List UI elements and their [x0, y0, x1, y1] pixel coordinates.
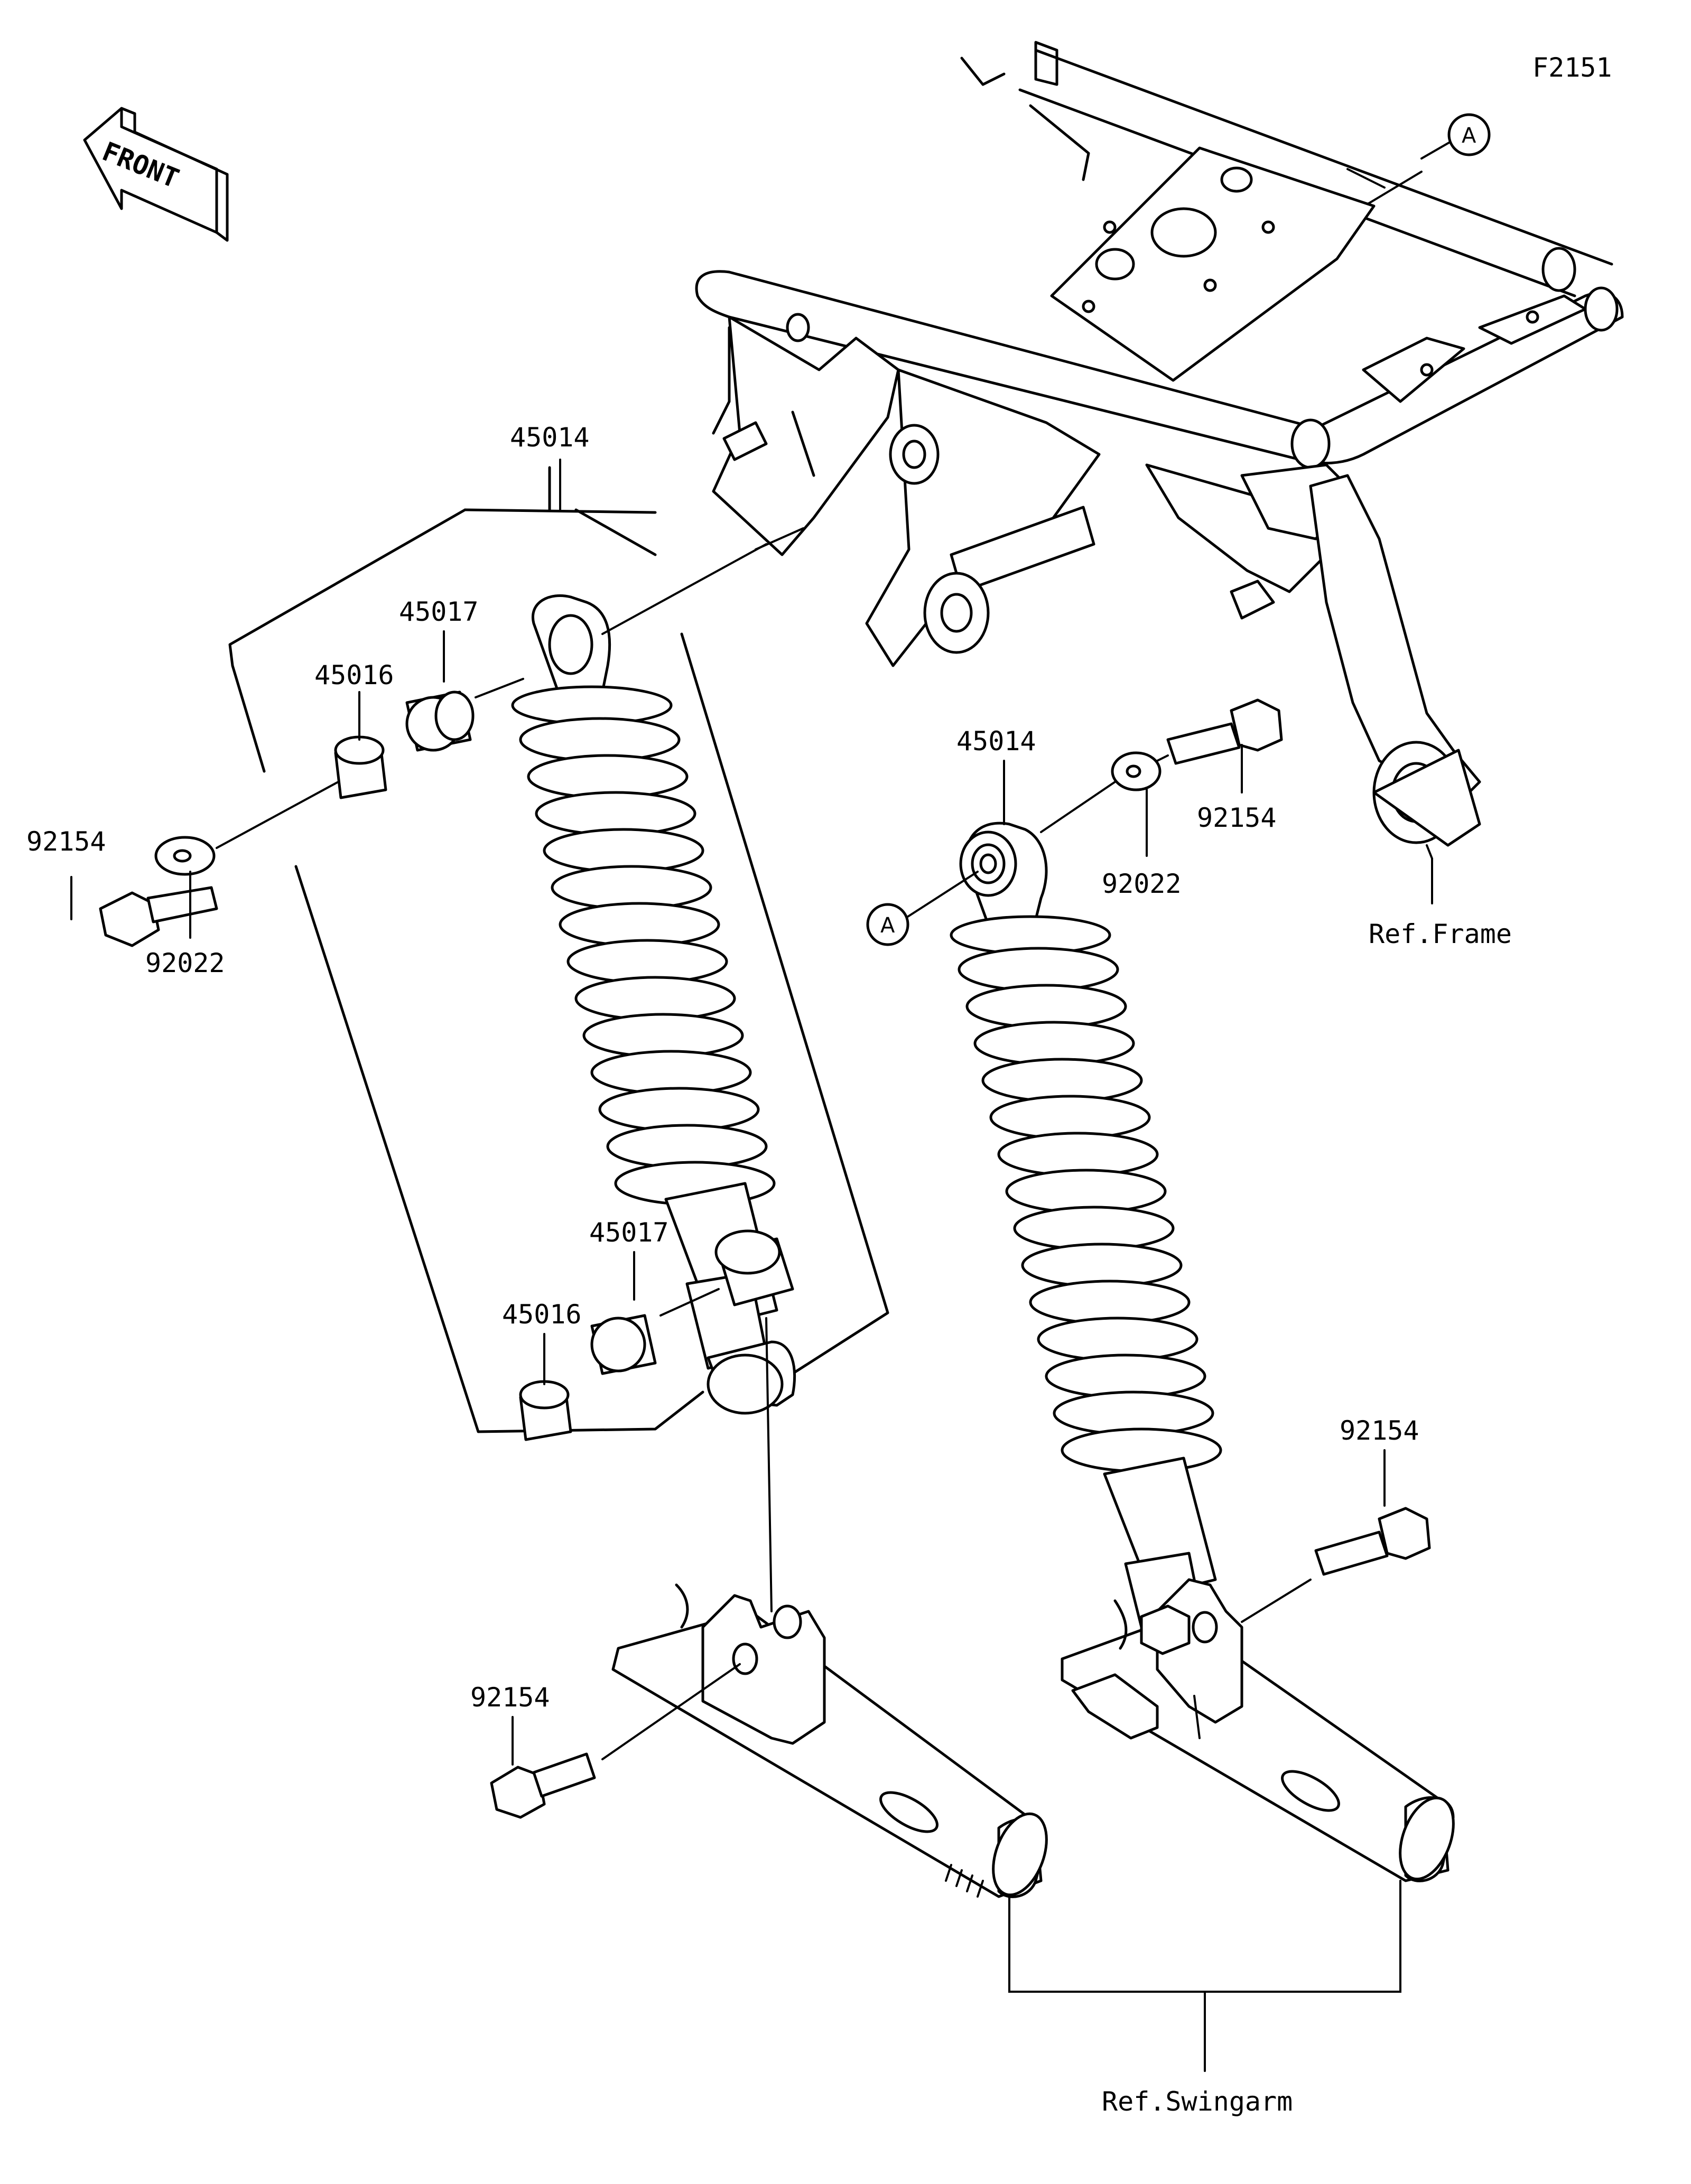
label-left-45014: 45014	[510, 422, 590, 453]
label-left-lower-45017: 45017	[589, 1217, 669, 1248]
left-upper-collar-45017	[405, 690, 475, 752]
right-washer-92022	[1111, 751, 1162, 791]
right-upper-bolt-92154	[1166, 698, 1283, 765]
left-washer-92022	[154, 836, 216, 876]
label-left-lower-92154: 92154	[470, 1682, 550, 1713]
label-right-45014: 45014	[956, 726, 1036, 757]
label-left-upper-92154: 92154	[26, 826, 106, 857]
label-left-upper-45017: 45017	[399, 596, 479, 627]
label-left-lower-45016: 45016	[502, 1299, 582, 1330]
front-arrow-icon: FRONT	[83, 107, 229, 242]
label-right-lower-92154: 92154	[1340, 1415, 1419, 1446]
left-lower-bushing-45016	[519, 1380, 572, 1441]
callout-a-left: A	[866, 903, 909, 946]
right-shock-assembly	[950, 822, 1235, 1692]
callout-a-left-letter: A	[880, 913, 895, 938]
swingarm-left	[611, 1583, 1048, 1898]
right-spring	[950, 915, 1222, 1473]
left-shock-assembly	[228, 466, 889, 1433]
right-lower-bolt-92154	[1314, 1507, 1431, 1576]
figure-code: F2151	[1532, 52, 1612, 83]
left-lower-collar-45017	[714, 1229, 794, 1306]
label-left-upper-45016: 45016	[314, 660, 394, 690]
callout-a-top: A	[1447, 113, 1491, 156]
left-lower-collar2-45017	[590, 1314, 657, 1375]
frame-assembly	[695, 41, 1624, 847]
label-right-upper-92154: 92154	[1197, 802, 1277, 833]
left-upper-bolt-92154	[99, 886, 218, 947]
ref-frame-label: Ref.Frame	[1369, 919, 1512, 949]
left-lower-bolt-92154	[490, 1752, 596, 1819]
left-upper-bushing-45016	[334, 735, 387, 799]
label-left-92022: 92022	[145, 948, 225, 978]
left-spring	[511, 685, 776, 1206]
ref-swingarm-label: Ref.Swingarm	[1102, 2086, 1293, 2117]
swingarm-right	[1061, 1578, 1455, 1882]
label-right-92022: 92022	[1102, 869, 1182, 899]
callout-a-top-letter: A	[1462, 124, 1476, 148]
